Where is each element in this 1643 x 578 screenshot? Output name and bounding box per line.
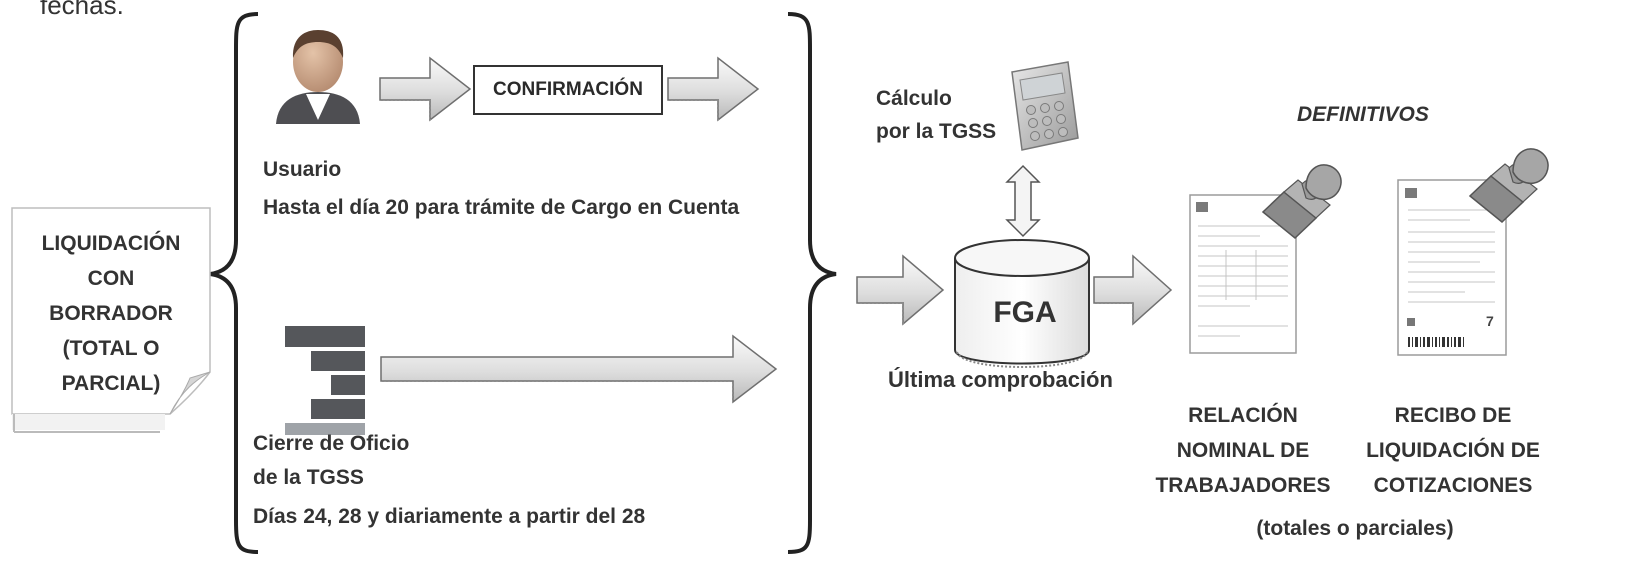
liquidacion-line: CON: [87, 267, 135, 290]
outputs-note: (totales o parciales): [1256, 517, 1454, 540]
doc2-title: RECIBO DE LIQUIDACIÓN DE COTIZACIONES: [1338, 398, 1568, 503]
right-brace: [787, 12, 837, 554]
calculator-icon: [1011, 61, 1079, 151]
doc1-title: RELACIÓN NOMINAL DE TRABAJADORES: [1128, 398, 1358, 503]
database-cylinder-icon: [954, 239, 1090, 368]
definitivos-heading: DEFINITIVOS: [1297, 103, 1429, 126]
liquidacion-document-icon: [11, 207, 211, 433]
user-deadline-text: Hasta el día 20 para trámite de Cargo en…: [263, 196, 740, 219]
liquidacion-line: LIQUIDACIÓN: [41, 232, 181, 255]
liquidacion-line: (TOTAL O: [62, 337, 160, 360]
fga-label: FGA: [993, 296, 1057, 329]
arrow-right-icon: [380, 334, 778, 404]
fga-caption: Última comprobación: [888, 367, 1113, 392]
arrow-right-icon: [667, 56, 760, 122]
calc-label-line2: por la TGSS: [876, 120, 997, 143]
confirmation-box: CONFIRMACIÓN: [473, 65, 663, 115]
double-arrow-icon: [1005, 164, 1041, 238]
top-text-fragment: fechas.: [40, 0, 124, 20]
user-label: Usuario: [263, 158, 342, 181]
svg-text:7: 7: [1486, 313, 1494, 329]
doc1-title-line: RELACIÓN: [1188, 404, 1298, 427]
liquidacion-line: BORRADOR: [49, 302, 173, 325]
stamp-icon: [1261, 164, 1342, 239]
user-icon: [276, 30, 360, 124]
liquidacion-line: PARCIAL): [61, 372, 161, 395]
calc-label-line1: Cálculo: [876, 87, 952, 110]
arrow-right-icon: [379, 56, 472, 122]
doc2-title-line: LIQUIDACIÓN DE: [1366, 439, 1540, 462]
liquidacion-label: LIQUIDACIÓN CON BORRADOR (TOTAL O PARCIA…: [16, 226, 206, 401]
arrow-right-icon: [856, 254, 945, 326]
doc1-title-line: NOMINAL DE: [1176, 439, 1310, 462]
stamp-icon: [1468, 148, 1549, 223]
doc1-title-line: TRABAJADORES: [1155, 474, 1331, 497]
tgss-logo-icon: [285, 326, 365, 435]
arrow-right-icon: [1093, 254, 1173, 326]
office-closure-line2: de la TGSS: [253, 466, 364, 489]
doc2-title-line: RECIBO DE: [1394, 404, 1512, 427]
left-brace: [209, 12, 259, 554]
doc2-title-line: COTIZACIONES: [1373, 474, 1533, 497]
office-closure-line1: Cierre de Oficio: [253, 432, 410, 455]
office-closure-dates: Días 24, 28 y diariamente a partir del 2…: [253, 505, 646, 528]
